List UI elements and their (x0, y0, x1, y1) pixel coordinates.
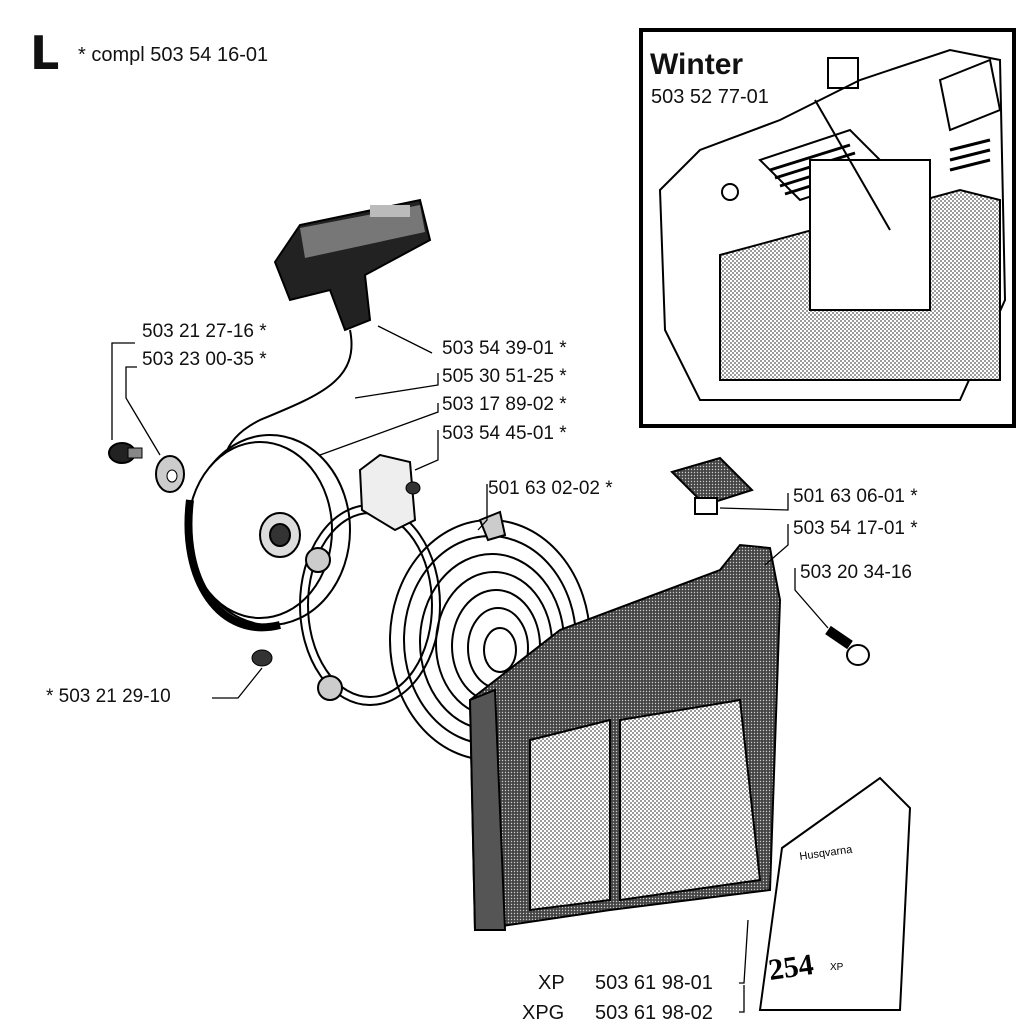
variant-model-xpg: XPG (522, 1002, 565, 1024)
winter-kit-part-number: 503 52 77-01 (651, 86, 769, 108)
part-label-503-21-29-10: * 503 21 29-10 (46, 686, 171, 707)
pulley-screw-drawing (108, 442, 143, 464)
complete-assembly-label: * compl 503 54 16-01 (78, 44, 269, 66)
svg-text:254: 254 (766, 948, 815, 987)
part-label-503-23-00-35: 503 23 00-35 * (142, 349, 267, 370)
part-label-503-20-34-16: 503 20 34-16 (800, 562, 912, 583)
starter-handle-drawing (273, 198, 432, 332)
part-label-505-30-51-25: 505 30 51-25 * (442, 366, 567, 387)
variant-part-xpg: 503 61 98-02 (595, 1002, 713, 1024)
part-label-501-63-06-01: 501 63 06-01 * (793, 486, 918, 507)
winter-kit-title: Winter (650, 48, 744, 81)
part-label-503-17-89-02: 503 17 89-02 * (442, 394, 567, 415)
spring-cover-ring-drawing (299, 453, 441, 706)
winter-inset-frame (639, 28, 1016, 428)
cap-insert-drawing (670, 456, 754, 515)
variant-part-xp: 503 61 98-01 (595, 972, 713, 994)
housing-bolt-drawing (825, 625, 870, 666)
starter-housing-drawing (468, 543, 782, 932)
part-label-503-54-17-01: 503 54 17-01 * (793, 518, 918, 539)
variant-model-xp: XP (538, 972, 565, 994)
model-decal-drawing: Husqvarna 254 XP (758, 776, 912, 1011)
pulley-washer-drawing (155, 455, 185, 493)
small-screw-drawing (251, 481, 421, 667)
svg-text:XP: XP (830, 962, 844, 973)
part-label-503-54-39-01: 503 54 39-01 * (442, 338, 567, 359)
starter-pulley-drawing (184, 434, 351, 632)
part-label-503-54-45-01: 503 54 45-01 * (442, 423, 567, 444)
section-letter: L (30, 26, 60, 80)
part-label-501-63-02-02: 501 63 02-02 * (488, 478, 613, 499)
part-label-503-21-27-16: 503 21 27-16 * (142, 321, 267, 342)
leader-lines (111, 325, 829, 1013)
winter-cover-drawing (658, 48, 1007, 401)
